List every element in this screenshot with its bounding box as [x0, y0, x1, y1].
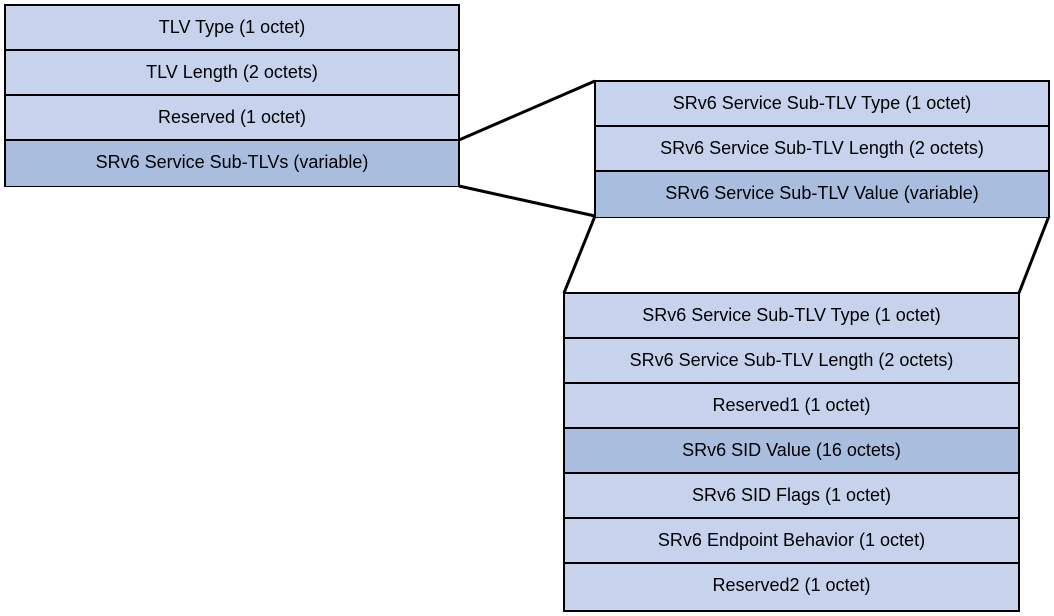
tlv-type-field: TLV Type (1 octet)	[6, 6, 458, 51]
reserved2-field: Reserved2 (1 octet)	[565, 564, 1018, 609]
tlv-reserved-field: Reserved (1 octet)	[6, 96, 458, 141]
sub-tlv-value-field: SRv6 Service Sub-TLV Value (variable)	[596, 172, 1048, 217]
srv6-sid-value-field: SRv6 SID Value (16 octets)	[565, 429, 1018, 474]
srv6-endpoint-behavior-field: SRv6 Endpoint Behavior (1 octet)	[565, 519, 1018, 564]
value-sub-tlv-length-field: SRv6 Service Sub-TLV Length (2 octets)	[565, 339, 1018, 384]
sub-tlv-format-table: SRv6 Service Sub-TLV Type (1 octet) SRv6…	[594, 80, 1050, 218]
tlv-format-table: TLV Type (1 octet) TLV Length (2 octets)…	[4, 4, 460, 187]
connector-sub-left	[562, 215, 597, 294]
connector-sub-right	[1017, 215, 1051, 294]
reserved1-field: Reserved1 (1 octet)	[565, 384, 1018, 429]
srv6-sid-flags-field: SRv6 SID Flags (1 octet)	[565, 474, 1018, 519]
connector-tlv-top	[458, 79, 596, 142]
connector-tlv-bottom	[458, 184, 596, 218]
sub-tlv-value-format-table: SRv6 Service Sub-TLV Type (1 octet) SRv6…	[563, 292, 1020, 612]
value-sub-tlv-type-field: SRv6 Service Sub-TLV Type (1 octet)	[565, 294, 1018, 339]
sub-tlv-length-field: SRv6 Service Sub-TLV Length (2 octets)	[596, 127, 1048, 172]
srv6-service-sub-tlvs-field: SRv6 Service Sub-TLVs (variable)	[6, 141, 458, 186]
tlv-length-field: TLV Length (2 octets)	[6, 51, 458, 96]
sub-tlv-type-field: SRv6 Service Sub-TLV Type (1 octet)	[596, 82, 1048, 127]
